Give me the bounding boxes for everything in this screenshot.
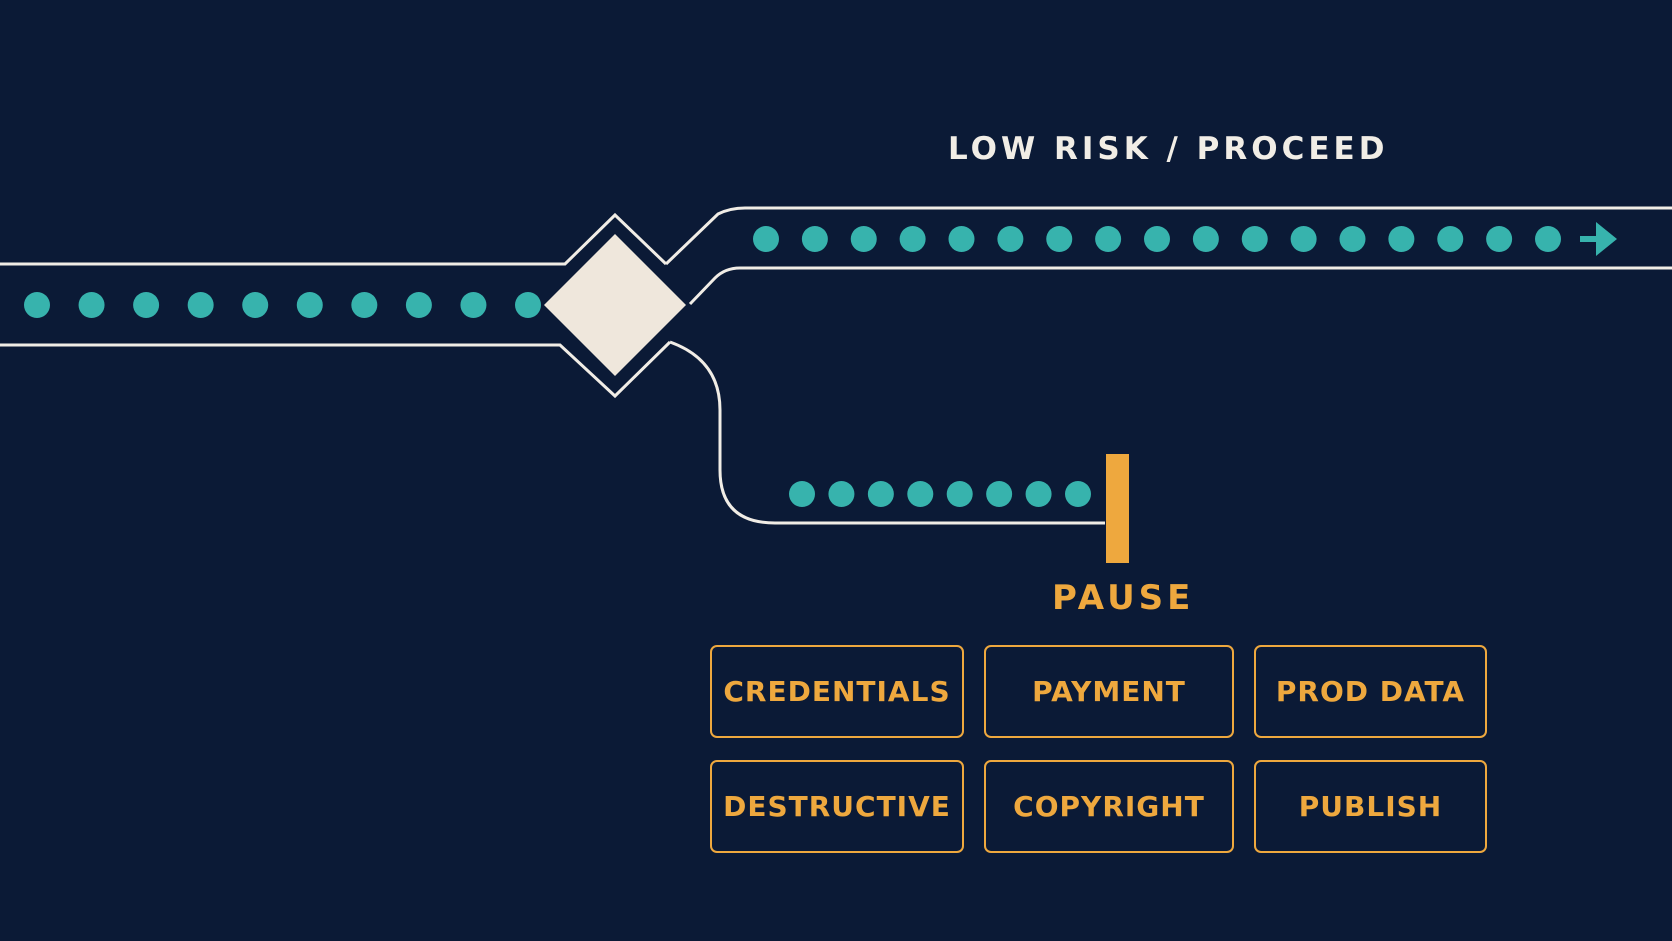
category-destructive: DESTRUCTIVE [710,760,964,853]
proceed-token [1046,226,1073,252]
decision-diamond [544,234,686,376]
proceed-token [1486,226,1513,252]
incoming-token [296,292,323,318]
category-credentials: CREDENTIALS [710,645,964,738]
proceed-token [850,226,877,252]
pause-label: PAUSE [1052,578,1195,618]
incoming-token [187,292,214,318]
proceed-token [1192,226,1219,252]
pause-token-row [789,481,1091,507]
incoming-token [24,292,50,318]
proceed-token [948,226,975,252]
stop-bar-icon [1106,454,1129,563]
incoming-token [133,292,160,318]
paused-token [907,481,934,507]
incoming-track-top [0,212,668,266]
paused-token [828,481,855,507]
proceed-token [801,226,828,252]
category-publish: PUBLISH [1254,760,1487,853]
arrow-right-icon [1580,222,1617,256]
incoming-token-row [24,292,541,318]
proceed-token [753,226,779,252]
incoming-track-bottom [0,340,672,399]
paused-token [1065,481,1091,507]
proceed-token [1095,226,1122,252]
proceed-token [1535,226,1561,252]
proceed-token [1339,226,1366,252]
proceed-track-top [664,206,1672,266]
proceed-token-row [753,226,1561,252]
paused-token [789,481,815,507]
proceed-token [1388,226,1415,252]
category-copyright: COPYRIGHT [984,760,1234,853]
incoming-token [78,292,105,318]
proceed-label: LOW RISK / PROCEED [948,131,1389,167]
proceed-token [1241,226,1268,252]
category-prod-data: PROD DATA [1254,645,1487,738]
incoming-token [515,292,541,318]
incoming-token [242,292,269,318]
paused-token [986,481,1013,507]
incoming-token [460,292,487,318]
proceed-token [1290,226,1317,252]
incoming-token [351,292,378,318]
incoming-token [405,292,432,318]
proceed-token [1437,226,1464,252]
proceed-token [997,226,1024,252]
proceed-track-bottom [688,266,1672,306]
paused-token [1025,481,1052,507]
proceed-token [1144,226,1170,252]
paused-token [946,481,973,507]
pause-track [669,340,1105,525]
paused-token [867,481,894,507]
category-payment: PAYMENT [984,645,1234,738]
proceed-token [899,226,926,252]
